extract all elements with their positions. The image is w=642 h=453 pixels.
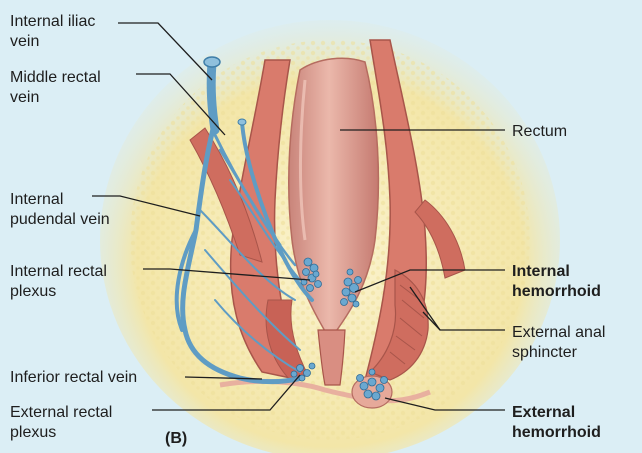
label-internal-pudendal-vein: Internal pudendal vein — [10, 190, 110, 230]
label-external-rectal-plexus: External rectal plexus — [10, 403, 112, 443]
label-external-hemorrhoid: External hemorrhoid — [512, 403, 601, 443]
label-rectum: Rectum — [512, 122, 567, 142]
panel-label: (B) — [165, 430, 187, 448]
label-internal-iliac-vein: Internal iliac vein — [10, 12, 95, 52]
label-middle-rectal-vein: Middle rectal vein — [10, 68, 101, 108]
label-inferior-rectal-vein: Inferior rectal vein — [10, 368, 137, 388]
label-internal-hemorrhoid: Internal hemorrhoid — [512, 262, 601, 302]
label-external-anal-sphincter: External anal sphincter — [512, 323, 605, 363]
label-internal-rectal-plexus: Internal rectal plexus — [10, 262, 107, 302]
